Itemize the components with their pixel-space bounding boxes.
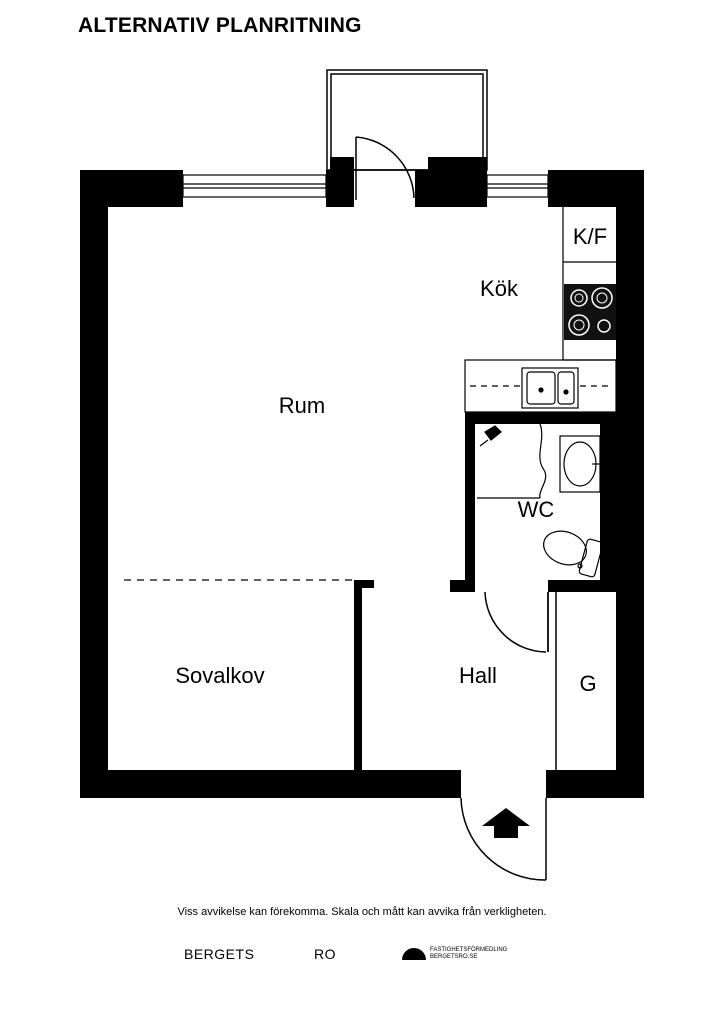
balcony — [326, 69, 488, 171]
interior-walls — [354, 580, 374, 770]
window-left — [182, 174, 327, 198]
room-label-hall: Hall — [459, 663, 497, 688]
room-label-kf: K/F — [573, 224, 607, 249]
washbasin-icon — [559, 435, 601, 493]
room-label-rum: Rum — [279, 393, 325, 418]
window-right — [486, 174, 549, 198]
entrance-arrow-icon — [482, 808, 530, 838]
shower-icon — [477, 423, 547, 499]
brand-left: BERGETS — [184, 946, 255, 962]
room-label-wc: WC — [518, 497, 555, 522]
room-label-g: G — [579, 671, 596, 696]
toilet-icon — [543, 530, 604, 578]
bathroom-door — [484, 591, 549, 653]
brand-line-1: FASTIGHETSFÖRMEDLING — [430, 947, 508, 953]
page-title: ALTERNATIV PLANRITNING — [78, 14, 362, 37]
brand-line-2: BERGETSRO.SE — [430, 954, 478, 960]
balcony-door — [355, 136, 415, 200]
storage-wall — [547, 592, 557, 770]
bathroom-walls — [450, 412, 616, 592]
room-label-kok: Kök — [480, 276, 519, 301]
outer-walls — [80, 157, 644, 798]
logo-icon — [402, 948, 426, 960]
disclaimer-text: Viss avvikelse kan förekomma. Skala och … — [177, 906, 547, 918]
room-label-sovalkov: Sovalkov — [175, 663, 264, 688]
stove-icon — [564, 284, 616, 340]
brand-mid: RO — [314, 946, 336, 962]
sink-icon — [521, 367, 579, 409]
entrance-door — [460, 797, 547, 881]
